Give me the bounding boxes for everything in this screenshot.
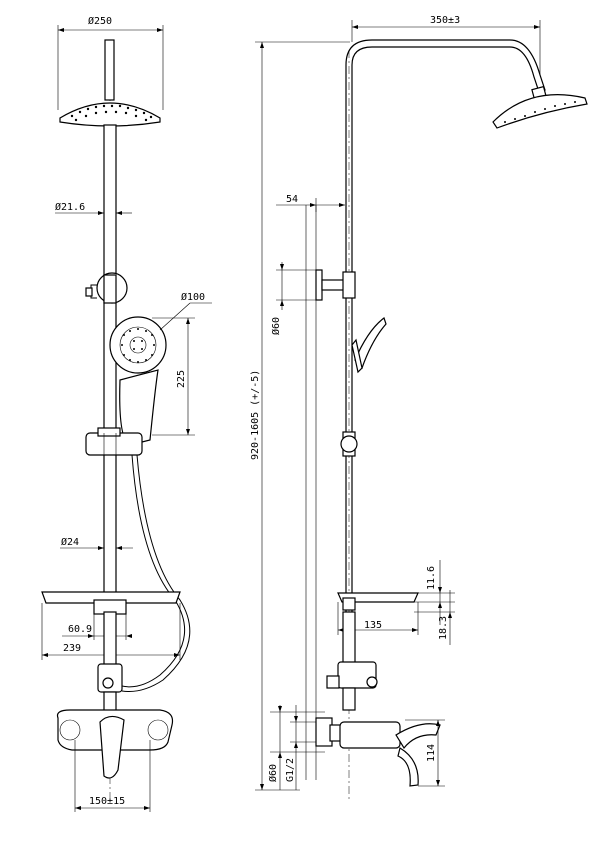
soap-shelf-icon <box>41 591 181 615</box>
pipe-diameter-label: Ø21.6 <box>55 201 85 213</box>
mixer-valve-icon <box>56 709 174 779</box>
mixer-centers-label: 150±15 <box>89 796 125 807</box>
shelf-thickness-label: 11.6 <box>426 566 437 590</box>
side-view: 350±3 920-1605 (+/-5) <box>250 15 588 800</box>
overhead-shower-side-icon <box>492 85 588 129</box>
shelf-inner-label: 60.9 <box>68 624 92 635</box>
overhead-shower-icon <box>59 39 161 127</box>
shelf-width-label: 239 <box>63 643 81 654</box>
wall-bracket-side-icon <box>315 269 356 301</box>
shelf-depth-label: 135 <box>364 620 382 631</box>
diverter-icon <box>97 611 123 713</box>
front-view: Ø250 Ø21.6 <box>41 15 212 812</box>
hand-shower-height-label: 225 <box>176 370 187 388</box>
diverter-side-icon <box>326 611 378 711</box>
mixer-side-icon <box>315 717 441 787</box>
total-height-label: 920-1605 (+/-5) <box>250 370 261 460</box>
soap-shelf-side-icon <box>337 592 419 611</box>
head-diameter-label: Ø250 <box>88 15 112 27</box>
flange-diameter-label: Ø60 <box>270 317 282 335</box>
shelf-height-label: 18.3 <box>438 616 449 640</box>
bottom-flange-diameter-label: Ø60 <box>267 764 279 782</box>
mixer-height-label: 114 <box>426 744 437 762</box>
hand-shower-icon <box>109 316 167 446</box>
hand-shower-side-icon <box>351 317 387 374</box>
wall-offset-label: 54 <box>286 194 298 205</box>
slider-side-icon <box>340 431 358 457</box>
slider-bracket-icon <box>85 427 143 456</box>
wall-hatch <box>305 205 317 780</box>
thread-label: G1/2 <box>285 758 296 782</box>
hand-shower-diameter-label: Ø100 <box>181 291 205 303</box>
wall-bracket-icon <box>85 272 128 304</box>
reach-label: 350±3 <box>430 15 460 26</box>
lower-pipe-diameter-label: Ø24 <box>61 536 79 548</box>
